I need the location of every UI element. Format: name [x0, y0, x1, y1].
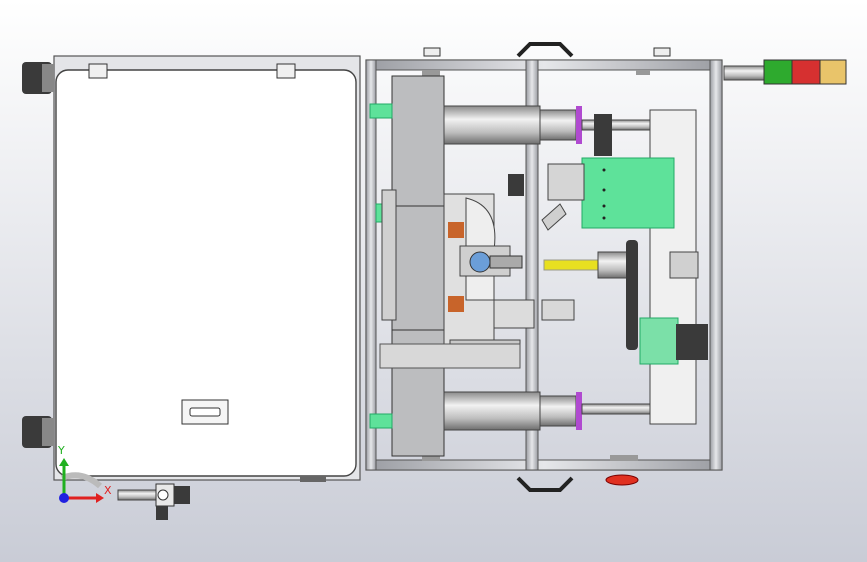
fitting: [369, 103, 393, 119]
caster-wheel: [22, 62, 54, 94]
top-extrusion: [365, 59, 723, 71]
fitting: [369, 413, 393, 429]
sensor: [508, 174, 524, 196]
right-extrusion: [709, 59, 723, 471]
upper-cylinder: [443, 105, 541, 145]
cabinet-door[interactable]: [55, 69, 357, 477]
bracket: [422, 455, 440, 461]
emergency-stop-button[interactable]: [605, 474, 639, 486]
air-filter-regulator: [117, 483, 190, 520]
caster-wheel: [22, 416, 54, 448]
yellow-rod: [543, 259, 603, 271]
signal-light-red: [791, 59, 821, 85]
lift-handle-bottom[interactable]: [516, 476, 574, 492]
x-axis-head: [96, 493, 104, 503]
cabinet-foot: [300, 476, 326, 482]
middle-extrusion: [525, 59, 539, 471]
y-axis-label: Y: [57, 444, 65, 457]
motor: [676, 324, 708, 360]
z-axis-marker: [59, 493, 69, 503]
hinge: [88, 63, 108, 79]
bracket: [422, 70, 440, 76]
bracket: [653, 47, 671, 57]
door-handle-grip: [189, 407, 221, 417]
machine-frame[interactable]: [365, 42, 723, 492]
lower-cylinder: [443, 391, 541, 431]
belt: [626, 240, 638, 350]
hinge: [276, 63, 296, 79]
bracket: [423, 47, 441, 57]
y-axis-head: [59, 458, 69, 466]
signal-tower: [723, 59, 847, 85]
electrical-cabinet[interactable]: [22, 55, 361, 482]
x-axis-label: X: [104, 484, 112, 497]
coordinate-triad: X Y: [57, 444, 112, 503]
motor: [594, 114, 612, 156]
green-mount-plate: [581, 157, 675, 229]
signal-light-yellow: [819, 59, 847, 85]
left-extrusion: [365, 59, 377, 471]
mounting-plate: [391, 75, 445, 457]
signal-light-green: [763, 59, 793, 85]
bottom-extrusion: [365, 459, 723, 471]
bracket: [636, 70, 650, 75]
lift-handle-top[interactable]: [516, 42, 574, 58]
